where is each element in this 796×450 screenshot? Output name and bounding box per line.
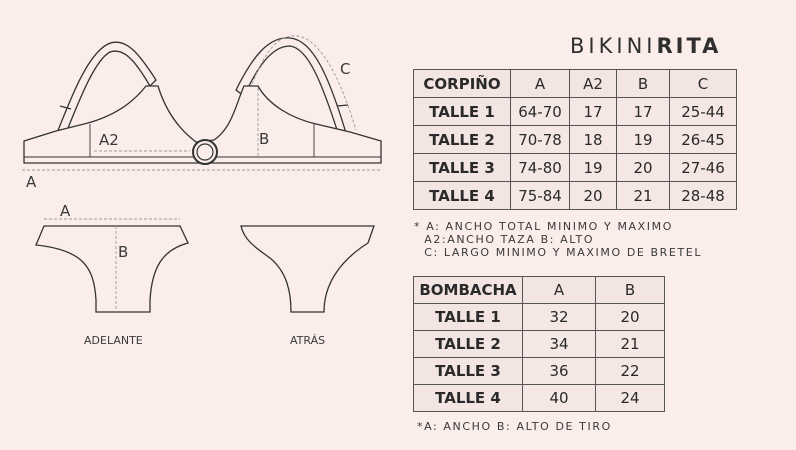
row-header: TALLE 2 bbox=[413, 330, 523, 358]
measure-c-line bbox=[251, 35, 357, 131]
table-cell: 34 bbox=[522, 330, 596, 358]
top-table-note: * A: ANCHO TOTAL MINIMO Y MAXIMO A2:ANCH… bbox=[414, 220, 702, 259]
table-cell: 19 bbox=[616, 125, 670, 154]
table-row: TALLE 1 64-70 17 17 25-44 bbox=[413, 97, 737, 126]
garment-diagram: A A2 B C A B ADELANTE ATRÁS bbox=[22, 35, 382, 347]
label-a: A bbox=[26, 173, 37, 191]
table-row: TALLE 2 34 21 bbox=[413, 330, 665, 358]
table-cell: 20 bbox=[595, 303, 665, 331]
table-cell: 74-80 bbox=[510, 153, 570, 182]
table-cell: 17 bbox=[569, 97, 617, 126]
table-cell: 64-70 bbox=[510, 97, 570, 126]
table-cell: 70-78 bbox=[510, 125, 570, 154]
table-row: TALLE 3 74-80 19 20 27-46 bbox=[413, 153, 737, 182]
brand-part1: BIKINI bbox=[570, 34, 657, 58]
bottom-front-shape bbox=[35, 225, 189, 313]
caption-front: ADELANTE bbox=[84, 334, 143, 347]
row-header: TALLE 4 bbox=[413, 181, 511, 210]
label-a2: A2 bbox=[99, 131, 119, 149]
table-cell: 75-84 bbox=[510, 181, 570, 210]
row-header: TALLE 3 bbox=[413, 153, 511, 182]
table-row: TALLE 1 32 20 bbox=[413, 303, 665, 331]
row-header: TALLE 2 bbox=[413, 125, 511, 154]
top-size-table: CORPIÑO A A2 B C TALLE 1 64-70 17 17 25-… bbox=[413, 69, 737, 210]
note-line: C: LARGO MINIMO Y MAXIMO DE BRETEL bbox=[414, 246, 703, 259]
bra-band bbox=[23, 85, 382, 164]
table-row: TALLE 3 36 22 bbox=[413, 357, 665, 385]
note-line: * A: ANCHO TOTAL MINIMO Y MAXIMO bbox=[414, 220, 673, 233]
left-strap bbox=[56, 41, 157, 134]
bottom-label-a: A bbox=[60, 202, 71, 220]
header-cell: A2 bbox=[569, 69, 617, 98]
bottom-table-note: *A: ANCHO B: ALTO DE TIRO bbox=[417, 420, 612, 433]
center-ring-inner bbox=[196, 143, 214, 161]
header-cell: B bbox=[595, 276, 665, 304]
label-b: B bbox=[259, 130, 269, 148]
table-cell: 20 bbox=[569, 181, 617, 210]
table-cell: 24 bbox=[595, 384, 665, 412]
table-cell: 26-45 bbox=[669, 125, 737, 154]
table-cell: 19 bbox=[569, 153, 617, 182]
table-cell: 36 bbox=[522, 357, 596, 385]
header-cell: CORPIÑO bbox=[413, 69, 511, 98]
table-row: TALLE 4 75-84 20 21 28-48 bbox=[413, 181, 737, 210]
right-strap-slider bbox=[336, 104, 349, 107]
bottom-back-shape bbox=[240, 225, 375, 313]
row-header: TALLE 3 bbox=[413, 357, 523, 385]
table-cell: 17 bbox=[616, 97, 670, 126]
table-header-row: BOMBACHA A B bbox=[413, 276, 665, 304]
label-c: C bbox=[340, 60, 350, 78]
brand-logo: BIKINIRITA bbox=[570, 34, 721, 58]
table-cell: 32 bbox=[522, 303, 596, 331]
row-header: TALLE 1 bbox=[413, 303, 523, 331]
table-cell: 28-48 bbox=[669, 181, 737, 210]
header-cell: C bbox=[669, 69, 737, 98]
note-line: A2:ANCHO TAZA B: ALTO bbox=[414, 233, 595, 246]
table-row: TALLE 4 40 24 bbox=[413, 384, 665, 412]
table-cell: 22 bbox=[595, 357, 665, 385]
row-header: TALLE 4 bbox=[413, 384, 523, 412]
table-cell: 40 bbox=[522, 384, 596, 412]
left-strap-slider bbox=[59, 105, 72, 110]
header-cell: B bbox=[616, 69, 670, 98]
bottom-size-table: BOMBACHA A B TALLE 1 32 20 TALLE 2 34 21… bbox=[413, 276, 665, 412]
table-row: TALLE 2 70-78 18 19 26-45 bbox=[413, 125, 737, 154]
header-cell: A bbox=[522, 276, 596, 304]
table-cell: 21 bbox=[595, 330, 665, 358]
table-cell: 21 bbox=[616, 181, 670, 210]
brand-part2: RITA bbox=[656, 34, 722, 58]
header-cell: BOMBACHA bbox=[413, 276, 523, 304]
top-drawing bbox=[23, 37, 382, 165]
caption-back: ATRÁS bbox=[290, 334, 325, 347]
table-cell: 20 bbox=[616, 153, 670, 182]
row-header: TALLE 1 bbox=[413, 97, 511, 126]
bottom-label-b: B bbox=[118, 243, 128, 261]
table-cell: 25-44 bbox=[669, 97, 737, 126]
table-cell: 18 bbox=[569, 125, 617, 154]
header-cell: A bbox=[510, 69, 570, 98]
table-header-row: CORPIÑO A A2 B C bbox=[413, 69, 737, 98]
table-cell: 27-46 bbox=[669, 153, 737, 182]
